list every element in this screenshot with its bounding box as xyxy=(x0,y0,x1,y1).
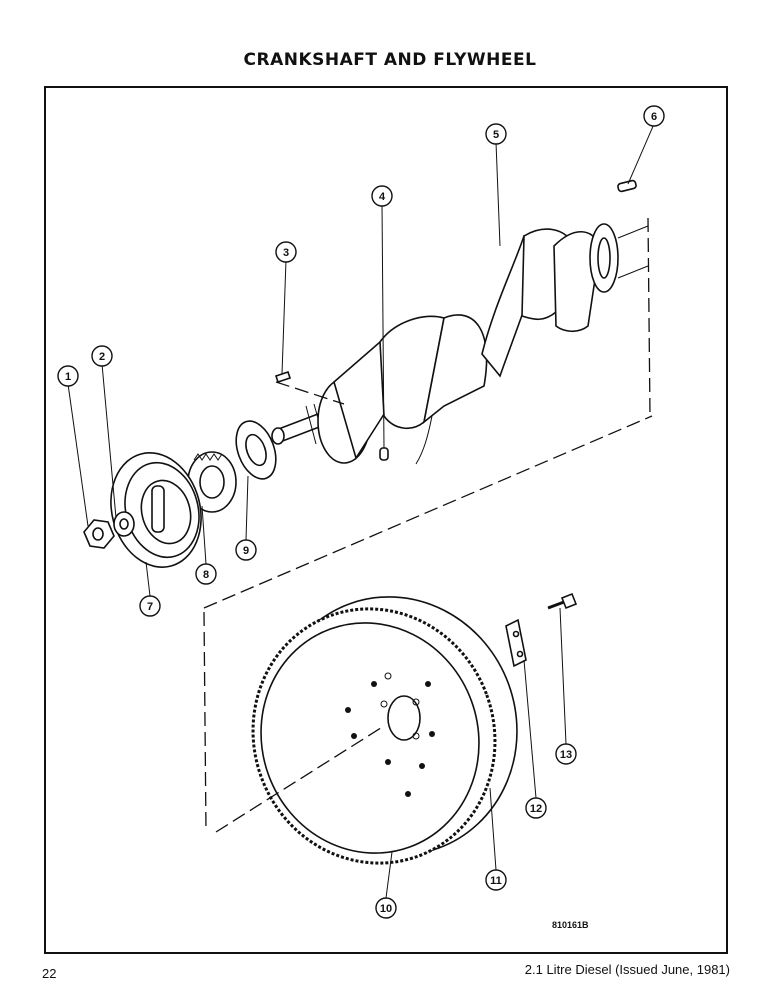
callout-8: 8 xyxy=(203,569,209,581)
callout-circles xyxy=(57,105,665,919)
page-title: CRANKSHAFT AND FLYWHEEL xyxy=(243,50,537,70)
callout-2: 2 xyxy=(99,351,105,363)
callout-3: 3 xyxy=(283,247,289,259)
callout-10: 10 xyxy=(380,903,392,915)
callout-1: 1 xyxy=(65,371,71,383)
callout-4: 4 xyxy=(379,191,386,203)
callout-6: 6 xyxy=(651,111,657,123)
callout-11: 11 xyxy=(490,875,502,887)
callout-7: 7 xyxy=(147,601,153,613)
drawing-reference: 810161B xyxy=(552,920,589,930)
callout-13: 13 xyxy=(560,749,572,761)
crankshaft xyxy=(271,223,649,465)
callout-12: 12 xyxy=(530,803,542,815)
flywheel xyxy=(251,596,518,865)
diagram-frame xyxy=(44,86,728,954)
callout-9: 9 xyxy=(243,545,249,557)
exploded-diagram: 1 2 3 4 5 6 7 8 9 10 11 12 13 xyxy=(57,105,665,919)
crankshaft-pulley xyxy=(110,452,202,568)
callout-5: 5 xyxy=(493,129,499,141)
publication-info: 2.1 Litre Diesel (Issued June, 1981) xyxy=(524,962,730,977)
page-number: 22 xyxy=(42,966,57,981)
